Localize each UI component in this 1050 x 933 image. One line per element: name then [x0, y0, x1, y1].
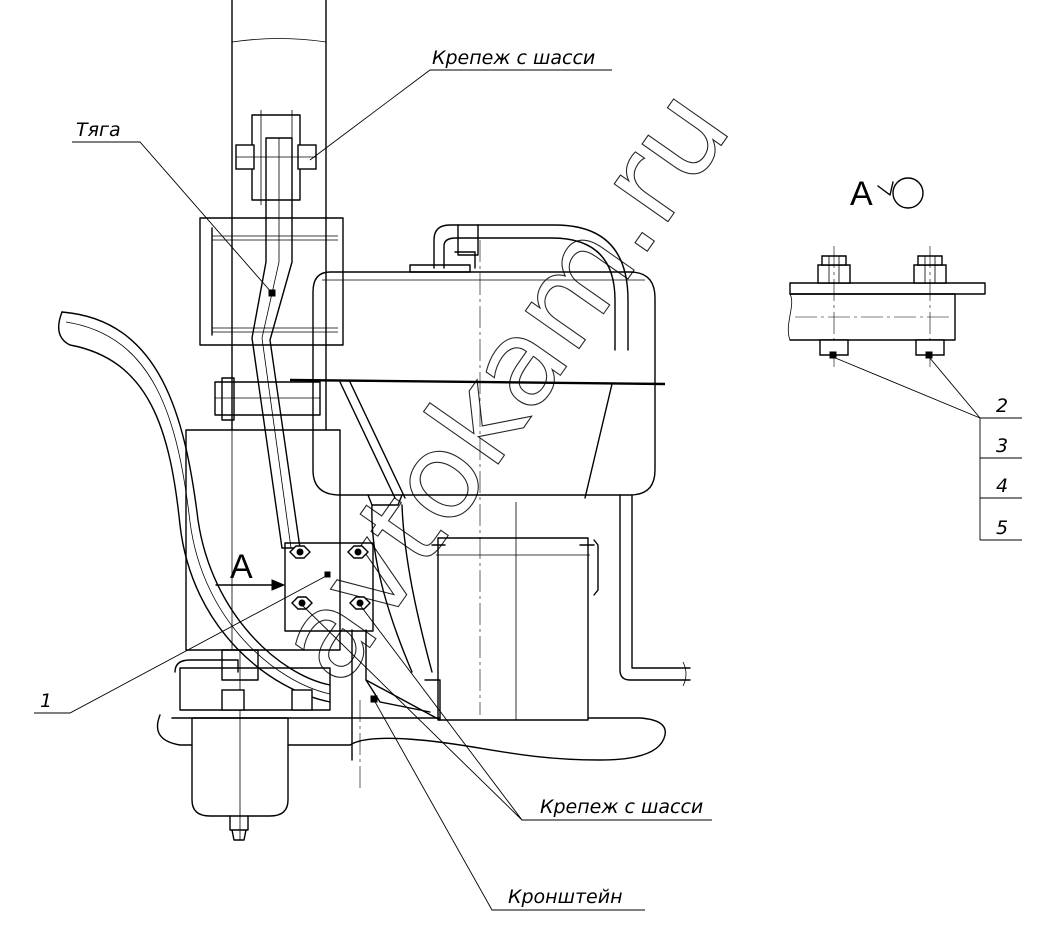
- pipe: [433, 224, 691, 687]
- bracket-plate: [284, 542, 374, 632]
- chassis-mount-top-label: Крепеж с шасси: [432, 47, 595, 69]
- item-4-label: 4: [996, 475, 1008, 497]
- view-a-title: А: [850, 175, 873, 213]
- view-a-arrow-label: А: [230, 548, 253, 586]
- item-5-label: 5: [996, 517, 1008, 539]
- item-2-label: 2: [996, 395, 1008, 417]
- top-clevis: [235, 110, 317, 205]
- rotate-icon: [877, 177, 924, 209]
- chassis-frame: [185, 0, 344, 651]
- bracket-label: Кронштейн: [508, 886, 623, 908]
- detail-view-a: А 2 3: [787, 175, 1022, 541]
- filter: [156, 649, 666, 841]
- chassis-mount-bottom-label: Крепеж с шасси: [540, 796, 703, 818]
- item-1-label: 1: [40, 690, 52, 712]
- tank: [289, 240, 666, 715]
- plate-nut: [289, 545, 371, 610]
- rod-label: Тяга: [76, 119, 121, 141]
- callouts: Крепеж с шасси Тяга 1 Крепеж с шасси Кро…: [34, 47, 712, 911]
- detail-nut: [817, 246, 947, 370]
- item-3-label: 3: [996, 435, 1008, 457]
- view-a-arrow: А: [215, 548, 286, 591]
- reservoir: [367, 494, 599, 721]
- lower-bracket: [351, 629, 441, 761]
